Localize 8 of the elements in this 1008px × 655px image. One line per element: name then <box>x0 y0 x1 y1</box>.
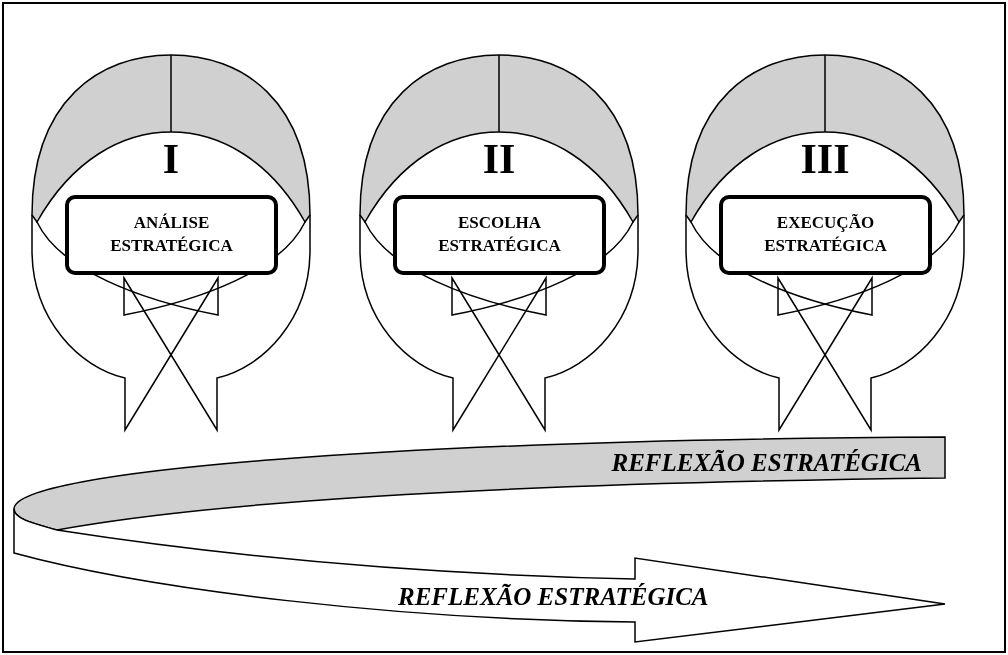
stage-box: ESCOLHA ESTRATÉGICA <box>393 195 606 275</box>
band-label: REFLEXÃO ESTRATÉGICA <box>611 450 922 475</box>
roman-numeral: II <box>481 138 517 180</box>
roman-numeral: III <box>799 138 851 180</box>
roman-numeral: I <box>161 138 181 180</box>
arrow-label: REFLEXÃO ESTRATÉGICA <box>398 584 709 609</box>
stage-box: ANÁLISE ESTRATÉGICA <box>65 195 278 275</box>
stage-box: EXECUÇÃO ESTRATÉGICA <box>719 195 932 275</box>
